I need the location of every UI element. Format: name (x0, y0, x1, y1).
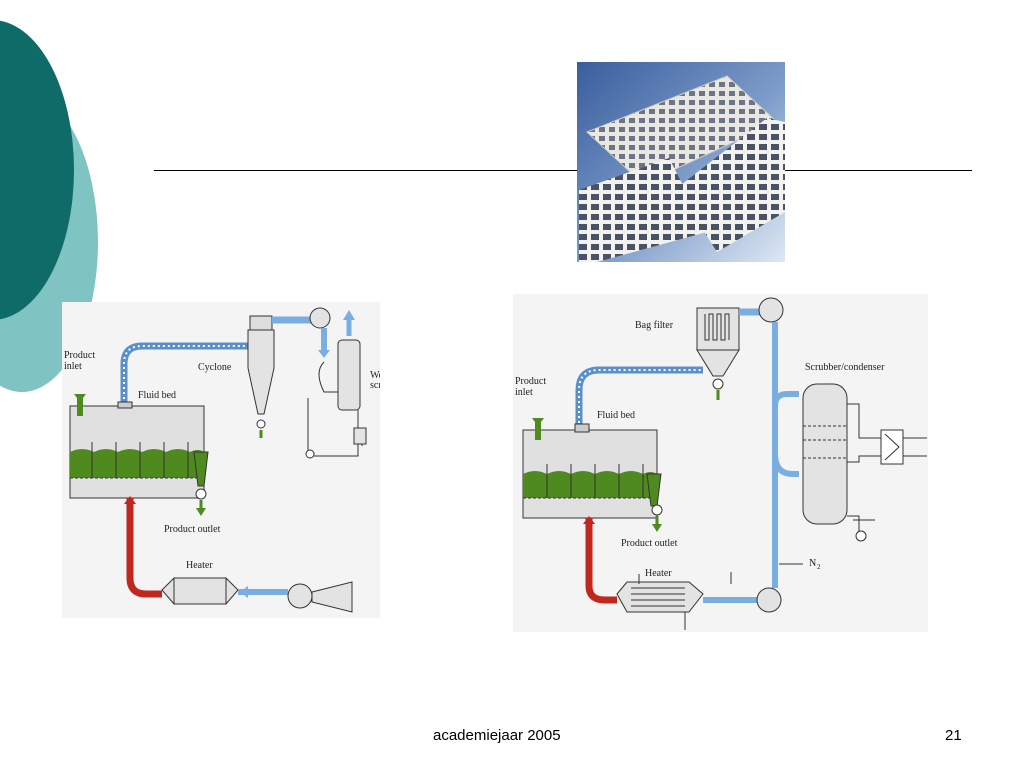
label-product-outlet: Product outlet (621, 538, 678, 549)
label-product-inlet-2: inlet (64, 361, 82, 372)
label-n2-subscript: 2 (817, 563, 821, 571)
label-scrubber: scrubber (370, 380, 380, 391)
label-fluid-bed: Fluid bed (597, 410, 635, 421)
title-divider-line (154, 170, 972, 171)
label-heater: Heater (645, 568, 672, 579)
label-wet: Wet (370, 370, 380, 381)
label-heater: Heater (186, 560, 213, 571)
label-cyclone: Cyclone (198, 362, 232, 373)
page-number: 21 (945, 727, 962, 744)
footer-text: academiejaar 2005 (433, 727, 561, 744)
label-product-inlet: Product (515, 376, 546, 387)
label-n2: N (809, 558, 816, 569)
label-fluid-bed: Fluid bed (138, 390, 176, 401)
perforated-plates-photo (577, 62, 785, 262)
label-scrubber-condenser: Scrubber/condenser (805, 362, 885, 373)
label-bag-filter: Bag filter (635, 320, 674, 331)
label-product-outlet: Product outlet (164, 524, 221, 535)
label-product-inlet-2: inlet (515, 387, 533, 398)
fluid-bed-dryer-diagram-open: Product inlet Fluid bed Cyclone Wet scru… (62, 302, 380, 618)
fluid-bed-dryer-diagram-closed: Bag filter Product inlet Fluid bed Scrub… (513, 294, 928, 632)
label-product-inlet: Product (64, 350, 95, 361)
